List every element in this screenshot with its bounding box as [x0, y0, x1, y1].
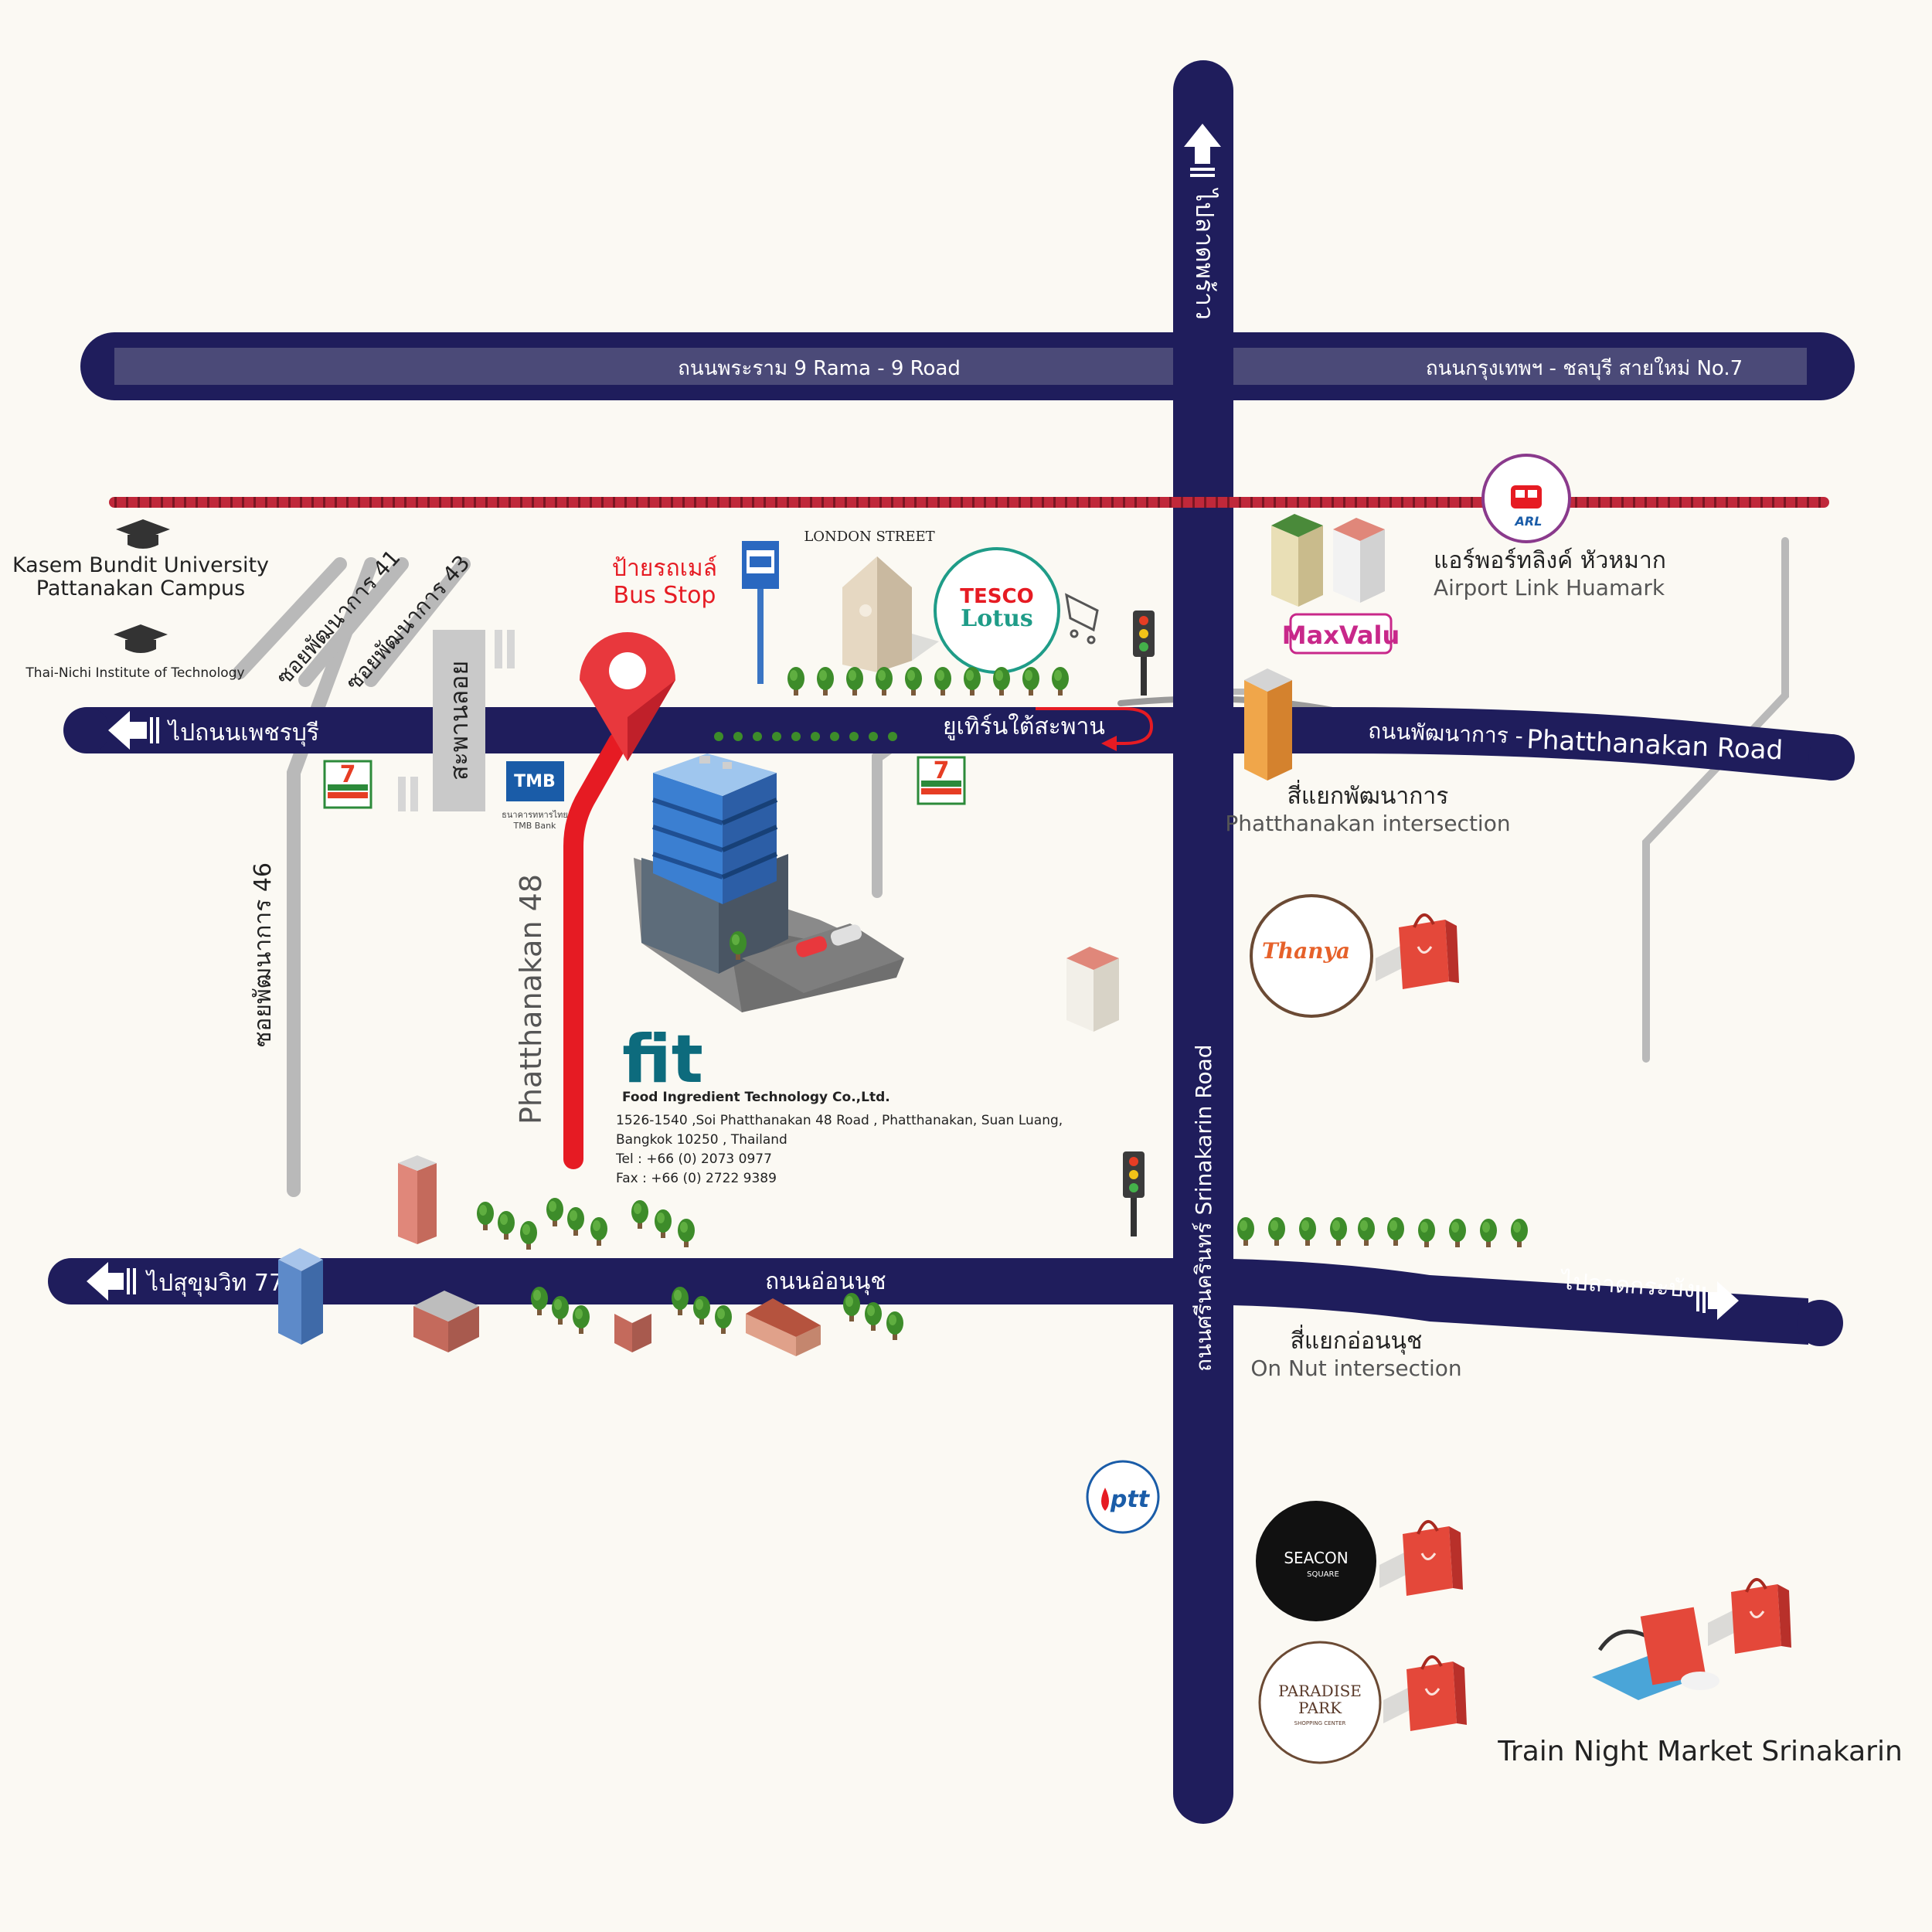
on-nut-intersection-th-label: สี่แยกอ่อนนุช	[1291, 1325, 1423, 1355]
soi46-label: ซอยพัฒนาการ 46	[250, 862, 277, 1047]
soi48-label: Phatthanakan 48	[514, 874, 548, 1124]
bangkok-chonburi-road-label: ถนนกรุงเทพฯ - ชลบุรี สายใหม่ No.7	[1426, 357, 1743, 380]
thanya-park-logo: Thanya	[1250, 894, 1373, 1018]
traffic-light-icon	[1133, 611, 1155, 696]
night-market-illustration	[1592, 1607, 1719, 1700]
traffic-light-icon	[1123, 1151, 1145, 1236]
svg-text:SHOPPING CENTER: SHOPPING CENTER	[1294, 1720, 1346, 1726]
shopping-cart-icon	[1065, 593, 1099, 645]
tree-row	[714, 732, 897, 741]
arrow-left-icon	[108, 711, 159, 750]
paradise-park-logo: PARADISE PARK SHOPPING CENTER	[1258, 1641, 1382, 1764]
svg-text:fit: fit	[622, 1021, 703, 1098]
svg-text:SQUARE: SQUARE	[1307, 1570, 1339, 1579]
small-brick-building	[614, 1314, 651, 1352]
tree-row	[1237, 1217, 1528, 1247]
graduation-cap-icon	[114, 624, 168, 653]
ptt-logo: ptt	[1086, 1460, 1160, 1534]
svg-text:ARL: ARL	[1514, 514, 1543, 529]
company-address-1: 1526-1540 ,Soi Phatthanakan 48 Road , Ph…	[616, 1113, 1063, 1128]
tree-row	[477, 1198, 695, 1250]
shopping-bag-icon	[1378, 1519, 1464, 1597]
arrow-up-icon	[1184, 124, 1221, 177]
svg-text:PARK: PARK	[1298, 1699, 1342, 1717]
u-turn-arrow	[1036, 707, 1154, 745]
company-name: Food Ingredient Technology Co.,Ltd.	[622, 1090, 890, 1105]
company-tel: Tel : +66 (0) 2073 0977	[615, 1151, 772, 1167]
svg-text:ptt: ptt	[1110, 1486, 1151, 1513]
tesco-lotus-logo: TESCO Lotus	[934, 547, 1060, 674]
tmb-bank-logo: TMB ธนาคารทหารไทย TMB Bank	[502, 761, 568, 831]
u-turn-label: ยูเทิร์นใต้สะพาน	[943, 713, 1105, 740]
bus-stop-sign-icon	[742, 541, 779, 684]
fit-logo: fit	[622, 1021, 703, 1098]
svg-text:PARADISE: PARADISE	[1278, 1682, 1362, 1700]
phatthanakan-intersection-th-label: สี่แยกพัฒนาการ	[1287, 780, 1449, 810]
on-nut-road-label: ถนนอ่อนนุช	[765, 1268, 886, 1296]
phatthanakan-road-th-label: ถนนพัฒนาการ -	[1368, 718, 1524, 749]
main-roads	[48, 60, 1855, 1824]
svg-text:ELEVEN: ELEVEN	[928, 797, 954, 804]
flyover-label: สะพานลอย	[444, 661, 474, 781]
seacon-square-logo: SEACON SQUARE	[1256, 1501, 1376, 1621]
blue-office-tower	[278, 1248, 323, 1345]
svg-text:TESCO: TESCO	[960, 585, 1033, 608]
company-address-2: Bangkok 10250 , Thailand	[616, 1132, 787, 1148]
school-building	[746, 1298, 821, 1356]
svg-text:Thanya: Thanya	[1262, 938, 1350, 964]
shopping-bag-icon	[1706, 1577, 1793, 1655]
maxvalu-logo: MaxValu	[1282, 613, 1400, 655]
condo-building	[1066, 947, 1119, 1032]
svg-text:ELEVEN: ELEVEN	[335, 801, 361, 808]
route-to-fit	[563, 732, 628, 1169]
flyover: สะพานลอย	[398, 630, 515, 811]
brick-building	[413, 1291, 479, 1352]
seven-eleven-logo: ELEVEN	[917, 756, 966, 805]
on-nut-intersection-en-label: On Nut intersection	[1250, 1355, 1461, 1381]
train-night-market-label: Train Night Market Srinakarin	[1497, 1736, 1903, 1767]
phatthanakan-intersection-en-label: Phatthanakan intersection	[1225, 811, 1510, 836]
to-latphrao-label: ไปลาดพร้าว	[1190, 187, 1219, 320]
airport-link-th-label: แอร์พอร์ทลิงค์ หัวหมาก	[1434, 547, 1666, 574]
airport-link-en-label: Airport Link Huamark	[1434, 575, 1665, 600]
arrow-left-icon	[87, 1262, 136, 1301]
bus-stop-th-label: ป้ายรถเมล์	[612, 555, 717, 582]
svg-text:TMB: TMB	[514, 772, 556, 791]
airport-link-buildings	[1271, 514, 1385, 607]
seven-eleven-logo: ELEVEN	[323, 760, 372, 809]
to-phetchaburi-label: ไปถนนเพชรบุรี	[167, 719, 319, 747]
london-street-label: LONDON STREET	[804, 529, 934, 545]
apartment-building	[1244, 668, 1292, 781]
arrow-right-icon	[1696, 1281, 1739, 1320]
shopping-bag-icon	[1382, 1655, 1468, 1733]
location-pin-icon	[580, 632, 675, 761]
red-tower-building	[398, 1155, 437, 1244]
svg-text:Lotus: Lotus	[961, 605, 1033, 632]
fit-building	[634, 753, 904, 1012]
to-sukhumvit77-label: ไปสุขุมวิท 77	[145, 1269, 284, 1298]
svg-text:MaxValu: MaxValu	[1282, 621, 1400, 650]
srinakarin-road-label: ถนนศรีนครินทร์ Srinakarin Road	[1191, 1044, 1216, 1372]
bus-stop-en-label: Bus Stop	[614, 582, 716, 609]
rama9-road-label: ถนนพระราม 9 Rama - 9 Road	[678, 357, 961, 380]
london-street-tower	[842, 556, 939, 672]
tree-row	[787, 667, 1069, 696]
kasem-bundit-label-1: Kasem Bundit University	[12, 553, 269, 577]
kasem-bundit-label-2: Pattanakan Campus	[36, 577, 245, 600]
airport-rail-link-logo: ARL	[1481, 454, 1571, 543]
company-fax: Fax : +66 (0) 2722 9389	[616, 1171, 777, 1186]
thai-nichi-label: Thai-Nichi Institute of Technology	[25, 665, 244, 681]
svg-text:ธนาคารทหารไทย: ธนาคารทหารไทย	[502, 810, 568, 820]
shopping-bag-icon	[1374, 913, 1461, 991]
svg-text:SEACON: SEACON	[1284, 1549, 1348, 1567]
graduation-cap-icon	[116, 519, 170, 549]
svg-text:TMB Bank: TMB Bank	[513, 821, 557, 831]
